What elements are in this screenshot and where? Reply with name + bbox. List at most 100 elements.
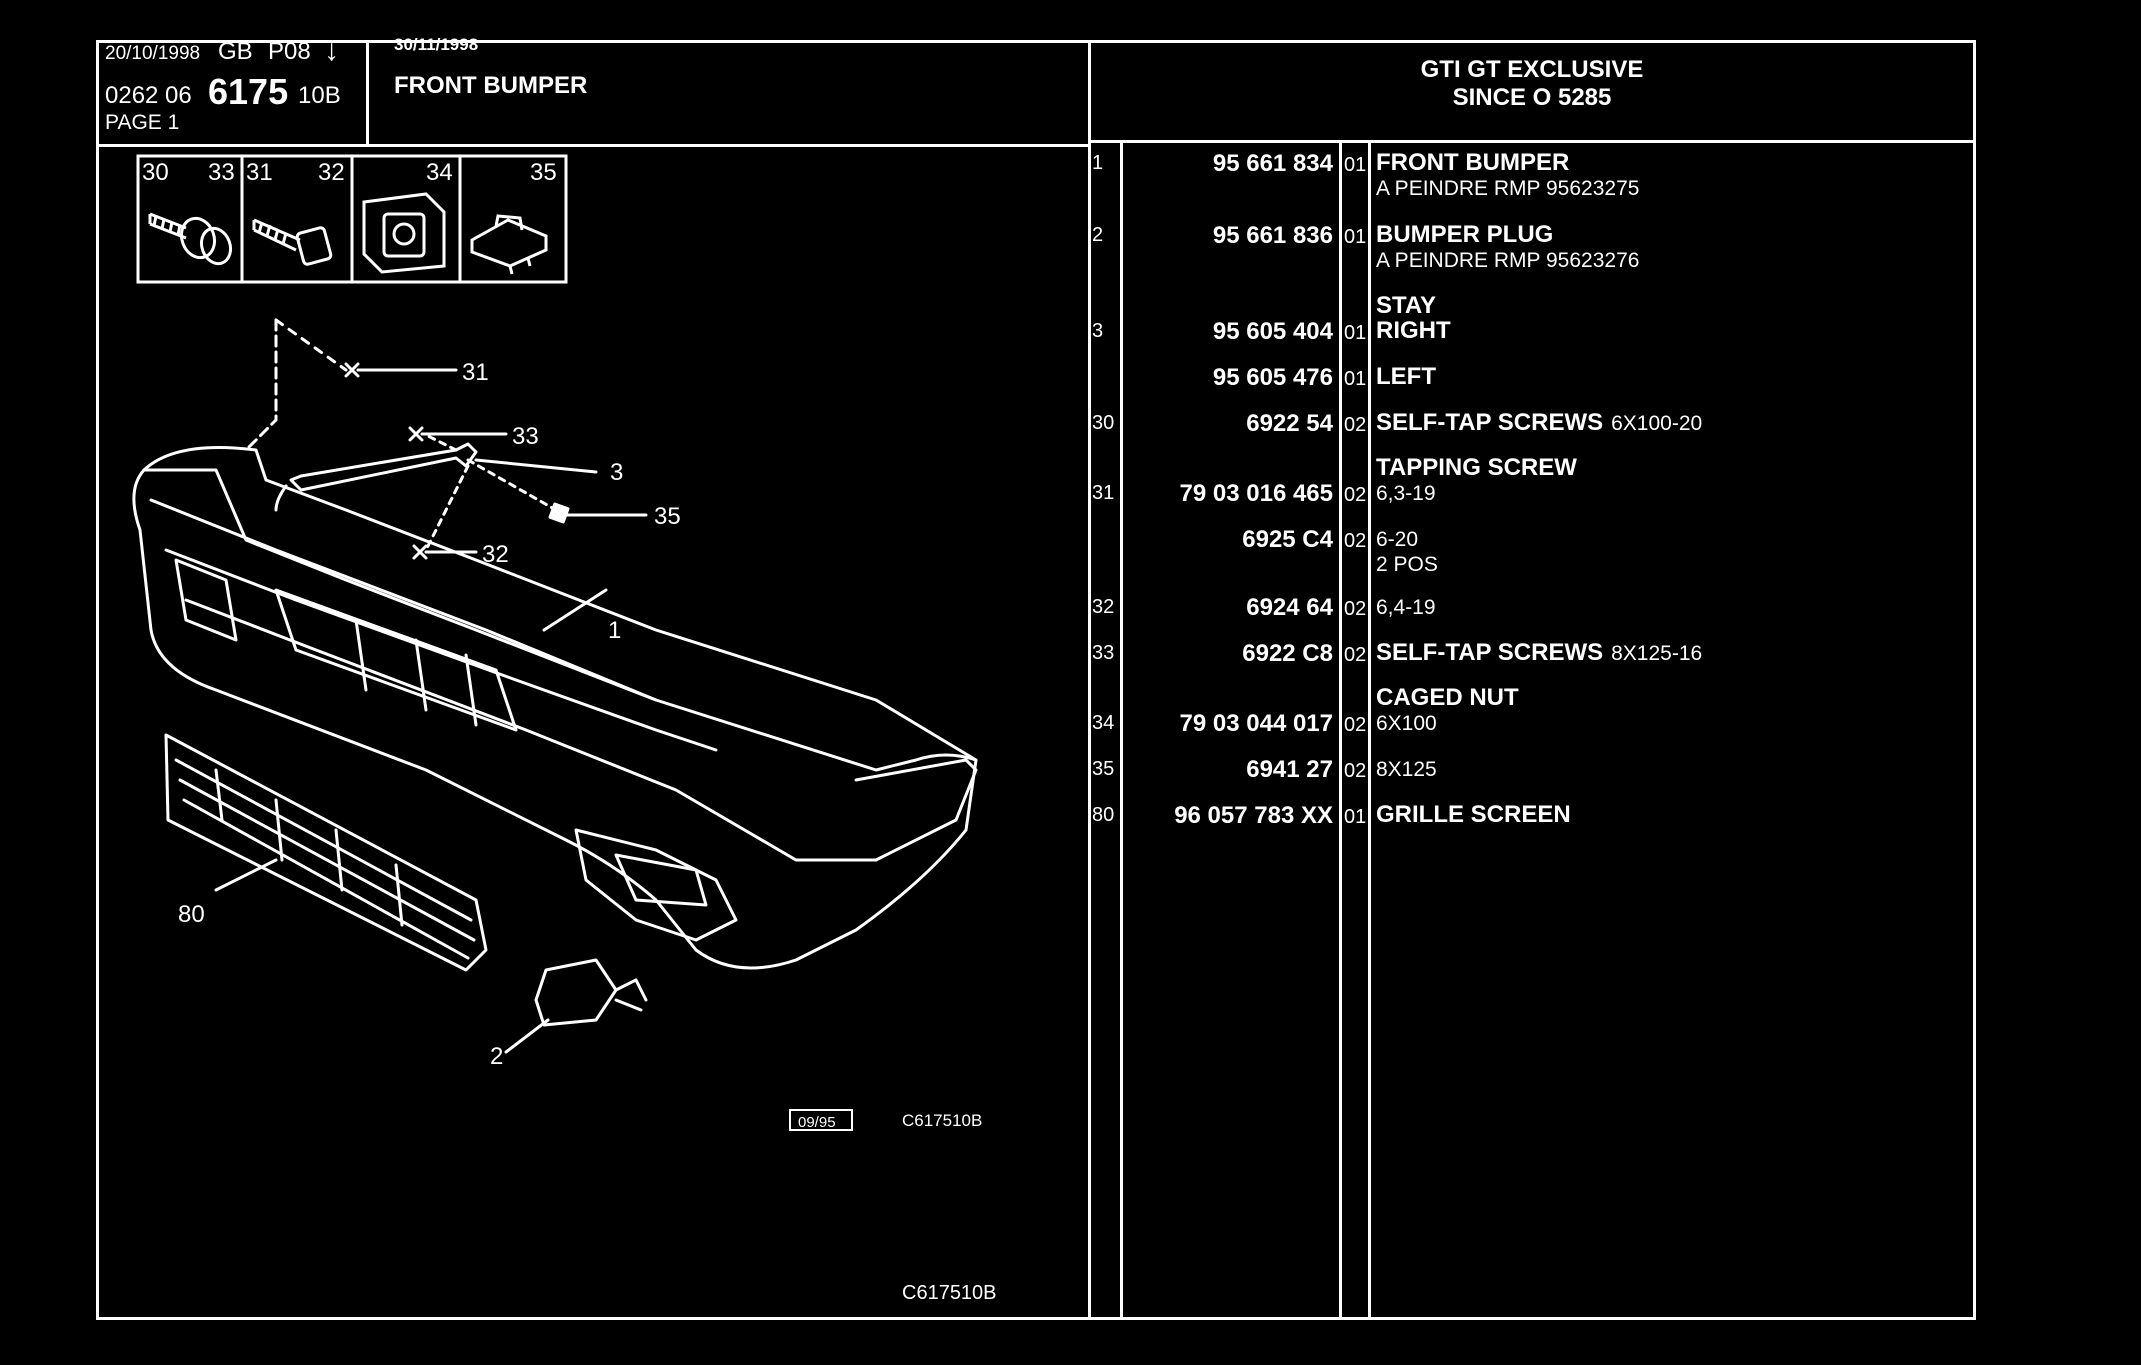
header-rule-right (1088, 140, 1976, 143)
inset-label-31: 31 (246, 159, 273, 186)
arrow-down-icon: ↓ (324, 34, 339, 67)
callout-3: 3 (610, 459, 623, 486)
part-quantity: 01 (1344, 226, 1367, 248)
part-quantity: 02 (1344, 530, 1367, 552)
stamp-box-text: 09/95 (798, 1114, 836, 1131)
header-ref-main: 6175 (208, 71, 289, 112)
part-number: 79 03 016 465 (1179, 480, 1333, 507)
sheet-frame (96, 40, 1976, 1320)
divider-main (1088, 40, 1091, 1320)
part-item-number: 80 (1092, 804, 1115, 826)
part-quantity: 01 (1344, 806, 1367, 828)
inset-label-34: 34 (426, 159, 453, 186)
header-page-label: PAGE 1 (105, 111, 180, 134)
inset-label-35: 35 (530, 159, 557, 186)
part-quantity: 02 (1344, 484, 1367, 506)
part-description-main: BUMPER PLUG (1376, 221, 1554, 248)
part-item-number: 34 (1092, 712, 1115, 734)
stay-bar-shape (289, 442, 478, 492)
col-rule-1 (1120, 140, 1123, 1320)
callout-35: 35 (654, 503, 681, 530)
header-rule-left (96, 144, 1090, 147)
part-description-main: 8X125 (1376, 758, 1437, 781)
part-number: 6922 54 (1246, 410, 1333, 437)
part-number: 95 605 404 (1212, 318, 1333, 345)
part-description: SELF-TAP SCREWS 8X125-16 (1376, 640, 1702, 665)
part-description-main: 6,4-19 (1376, 596, 1436, 619)
part-description-main: SELF-TAP SCREWS (1376, 639, 1604, 666)
part-item-number: 3 (1092, 320, 1104, 342)
part-description-main: LEFT (1376, 363, 1436, 390)
callout-1: 1 (608, 617, 621, 644)
clip-icon (470, 214, 548, 275)
part-quantity: 02 (1344, 644, 1367, 666)
screw-31-marker (344, 362, 360, 378)
part-description-note: A PEINDRE RMP 95623276 (1376, 249, 1640, 273)
header-divider (366, 40, 369, 146)
parts-group-heading: STAY (1376, 292, 1437, 319)
part-item-number: 35 (1092, 758, 1115, 780)
callout-80: 80 (178, 901, 205, 928)
inset-label-30: 30 (142, 159, 169, 186)
part-description: 8X125 (1376, 756, 1437, 781)
header-ref-prefix: 0262 06 (105, 82, 192, 109)
footer-code: C617510B (902, 1282, 997, 1304)
tapping-screw-icon (252, 218, 333, 266)
header-lang: GB (218, 38, 253, 65)
part-spec: 8X125-16 (1611, 642, 1703, 665)
bolt-washer-icon (148, 212, 233, 266)
bumper-diagram: 31 33 3 35 32 1 80 2 09/95 C617510B C617… (132, 318, 997, 1304)
part-description-main: FRONT BUMPER (1376, 149, 1570, 176)
part-number: 6924 64 (1246, 594, 1333, 621)
part-number: 79 03 044 017 (1179, 710, 1333, 737)
part-number: 6922 C8 (1242, 640, 1333, 667)
part-description-main: RIGHT (1376, 317, 1451, 344)
part-quantity: 02 (1344, 598, 1367, 620)
part-description-main: 6,3-19 (1376, 482, 1436, 505)
part-item-number: 2 (1092, 224, 1104, 246)
part-description-note: 2 POS (1376, 553, 1438, 577)
header-date1: 20/10/1998 (105, 43, 201, 64)
bumper-plug-shape (534, 958, 618, 1027)
callout-32: 32 (482, 541, 509, 568)
screw-32-marker (412, 544, 428, 560)
part-description: LEFT (1376, 364, 1436, 389)
inset-label-33: 33 (208, 159, 235, 186)
front-bumper-shape (132, 468, 978, 970)
part-description: 6X100 (1376, 710, 1437, 735)
screw-33-marker (408, 426, 424, 442)
part-quantity: 01 (1344, 368, 1367, 390)
callout-2: 2 (490, 1043, 503, 1070)
part-description: GRILLE SCREEN (1376, 802, 1571, 827)
fastener-inset: 30 33 31 32 34 35 (136, 154, 568, 284)
part-description: 6,3-19 (1376, 480, 1436, 505)
part-description-note: A PEINDRE RMP 95623275 (1376, 177, 1640, 201)
part-quantity: 01 (1344, 322, 1367, 344)
col-rule-3 (1368, 140, 1371, 1320)
part-item-number: 31 (1092, 482, 1115, 504)
part-item-number: 30 (1092, 412, 1115, 434)
part-description: 6,4-19 (1376, 594, 1436, 619)
part-quantity: 01 (1344, 154, 1367, 176)
part-quantity: 02 (1344, 760, 1367, 782)
part-item-number: 32 (1092, 596, 1115, 618)
inset-label-32: 32 (318, 159, 345, 186)
callout-31: 31 (462, 359, 489, 386)
part-item-number: 33 (1092, 642, 1115, 664)
section-title: FRONT BUMPER (394, 72, 588, 99)
header-date2: 30/11/1998 (394, 35, 479, 54)
part-number: 95 661 836 (1212, 222, 1333, 249)
part-description: RIGHT (1376, 318, 1451, 343)
part-number: 95 605 476 (1212, 364, 1333, 391)
header-ref-suffix: 10B (298, 82, 341, 109)
part-number: 95 661 834 (1212, 150, 1333, 177)
part-quantity: 02 (1344, 414, 1367, 436)
header-page-code: P08 (268, 38, 311, 65)
part-description-main: GRILLE SCREEN (1376, 801, 1571, 828)
col-rule-2 (1339, 140, 1342, 1320)
part-item-number: 1 (1092, 152, 1104, 174)
